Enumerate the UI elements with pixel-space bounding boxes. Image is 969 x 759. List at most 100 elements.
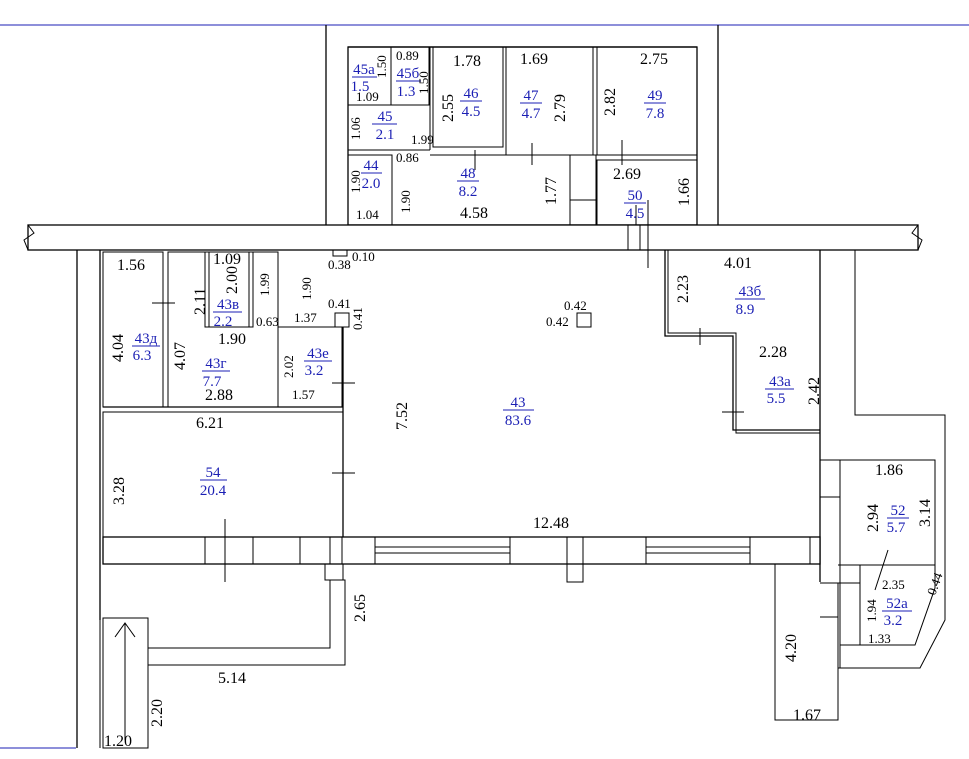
dim-label: 1.90 — [218, 331, 246, 348]
room-area: 5.5 — [767, 391, 786, 407]
room-54: 54 20.4 — [200, 465, 227, 499]
room-id: 52 — [891, 503, 906, 519]
room-43d: 43д 6.3 — [132, 331, 160, 364]
dim-label: 0.42 — [564, 298, 587, 313]
dim-label: 1.69 — [520, 51, 548, 68]
dim-label: 1.56 — [117, 257, 145, 274]
room-43g: 43г 7.7 — [202, 356, 230, 390]
room-52: 52 5.7 — [887, 503, 909, 536]
dim-label: 7.52 — [394, 402, 411, 430]
right-wing-walls — [774, 250, 946, 721]
dim-label: 0.10 — [352, 249, 375, 264]
dim-label: 2.20 — [149, 699, 166, 727]
dim-label: 1.90 — [348, 170, 363, 193]
dim-label: 1.78 — [453, 53, 481, 70]
dim-label: 2.02 — [281, 355, 296, 378]
room-50: 50 4.5 — [624, 188, 646, 222]
dim-label: 1.06 — [348, 117, 363, 140]
dim-label: 1.04 — [356, 207, 379, 222]
dim-label: 1.50 — [374, 55, 389, 78]
dim-label: 6.21 — [196, 415, 224, 432]
room-area: 2.2 — [214, 314, 233, 330]
room-area: 4.5 — [462, 104, 481, 120]
dim-label: 12.48 — [533, 515, 569, 532]
dim-label: 2.23 — [675, 275, 692, 303]
room-area: 83.6 — [505, 413, 532, 429]
dim-label: 1.94 — [864, 599, 879, 622]
dim-label: 2.75 — [640, 51, 668, 68]
room-id: 47 — [524, 88, 540, 104]
room-43a: 43а 5.5 — [765, 374, 794, 407]
room-area: 5.7 — [887, 520, 906, 536]
room-id: 43г — [205, 356, 226, 372]
dim-label: 2.94 — [865, 504, 882, 532]
room-43e: 43е 3.2 — [304, 346, 332, 379]
room-46: 46 4.5 — [460, 86, 482, 120]
dim-label: 1.50 — [416, 71, 431, 94]
room-43b: 43б 8.9 — [735, 284, 765, 318]
room-id: 43д — [135, 331, 158, 347]
dim-label: 1.66 — [676, 178, 693, 206]
dim-label: 0.42 — [546, 314, 569, 329]
room-area: 1.5 — [351, 79, 370, 95]
dim-label: 1.99 — [257, 273, 272, 296]
room-area: 6.3 — [133, 348, 152, 364]
room-47: 47 4.7 — [520, 88, 542, 122]
dimension-labels: 0.89 1.50 1.09 1.50 1.78 2.55 1.69 2.79 … — [104, 48, 946, 750]
room-area: 2.0 — [362, 176, 381, 192]
dim-label: 1.37 — [294, 310, 317, 325]
room-id: 45a — [353, 62, 375, 78]
room-id: 43в — [217, 297, 239, 313]
room-id: 48 — [461, 166, 476, 182]
dim-label: 0.89 — [396, 48, 419, 63]
room-id: 43б — [739, 284, 762, 300]
room-id: 45б — [397, 66, 420, 82]
room-id: 49 — [648, 88, 663, 104]
room-id: 45 — [378, 109, 393, 125]
room-id: 44 — [364, 158, 380, 174]
dim-label: 4.01 — [724, 255, 752, 272]
dim-label: 1.33 — [868, 631, 891, 646]
room-id: 50 — [628, 188, 643, 204]
room-43: 43 83.6 — [503, 395, 534, 429]
dim-label: 2.69 — [613, 166, 641, 183]
dim-label: 2.88 — [205, 387, 233, 404]
room-45a: 45a 1.5 — [351, 62, 377, 95]
dim-label: 4.58 — [460, 205, 488, 222]
room-area: 7.8 — [646, 106, 665, 122]
dim-label: 5.14 — [218, 670, 246, 687]
room-id: 43е — [307, 346, 329, 362]
dim-label: 2.55 — [440, 94, 457, 122]
dim-label: 4.04 — [110, 334, 127, 362]
room-area: 20.4 — [200, 483, 227, 499]
dim-label: 2.00 — [224, 266, 241, 294]
room-44: 44 2.0 — [361, 158, 382, 192]
dim-label: 2.82 — [602, 88, 619, 116]
room-area: 4.5 — [626, 206, 645, 222]
dim-label: 3.14 — [917, 499, 934, 527]
dim-label: 1.57 — [292, 387, 315, 402]
room-area: 1.3 — [397, 84, 416, 100]
dim-label: 1.99 — [411, 132, 434, 147]
room-area: 4.7 — [522, 106, 541, 122]
dim-label: 1.67 — [793, 707, 821, 724]
room-43v: 43в 2.2 — [213, 297, 242, 330]
room-id: 43а — [769, 374, 791, 390]
room-id: 52а — [886, 596, 908, 612]
dim-label: 1.09 — [356, 89, 379, 104]
dim-label: 0.41 — [328, 296, 351, 311]
dim-label: 3.28 — [111, 477, 128, 505]
dim-label: 2.42 — [806, 377, 823, 405]
room-area: 2.1 — [376, 127, 395, 143]
dim-label: 1.86 — [875, 462, 903, 479]
room-52a: 52а 3.2 — [882, 596, 912, 629]
door-marks — [152, 140, 889, 591]
dim-label: 2.65 — [352, 594, 369, 622]
dim-label: 1.77 — [543, 177, 560, 205]
entrance-ramp — [99, 563, 346, 749]
room-id: 43 — [511, 395, 526, 411]
dim-label: 1.90 — [398, 190, 413, 213]
room-45: 45 2.1 — [372, 109, 397, 143]
main-floor-walls — [76, 250, 821, 748]
